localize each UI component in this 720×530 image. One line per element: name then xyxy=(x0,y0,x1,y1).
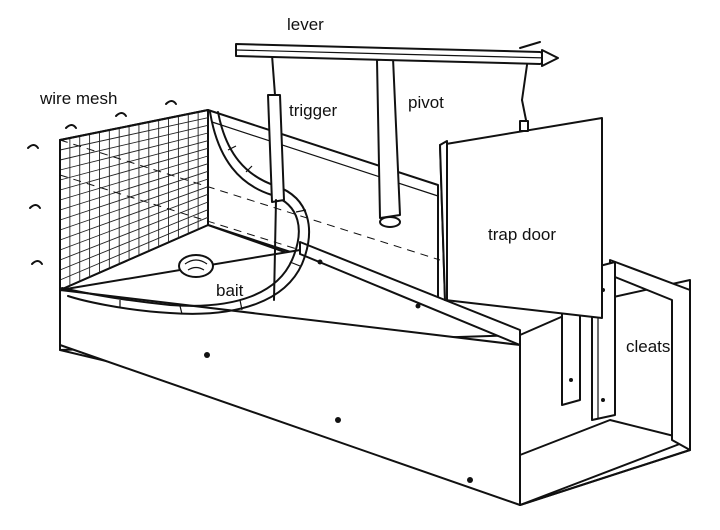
label-lever: lever xyxy=(287,15,324,34)
door-hanger xyxy=(522,58,528,120)
trap-door-panel xyxy=(440,118,602,318)
label-wire-mesh: wire mesh xyxy=(39,89,117,108)
bait-object xyxy=(179,255,213,277)
pivot-post xyxy=(377,58,400,227)
label-cleats: cleats xyxy=(626,337,670,356)
label-bait: bait xyxy=(216,281,244,300)
label-pivot: pivot xyxy=(408,93,444,112)
lever-bar xyxy=(236,42,558,66)
label-trigger: trigger xyxy=(289,101,338,120)
label-trap-door: trap door xyxy=(488,225,556,244)
